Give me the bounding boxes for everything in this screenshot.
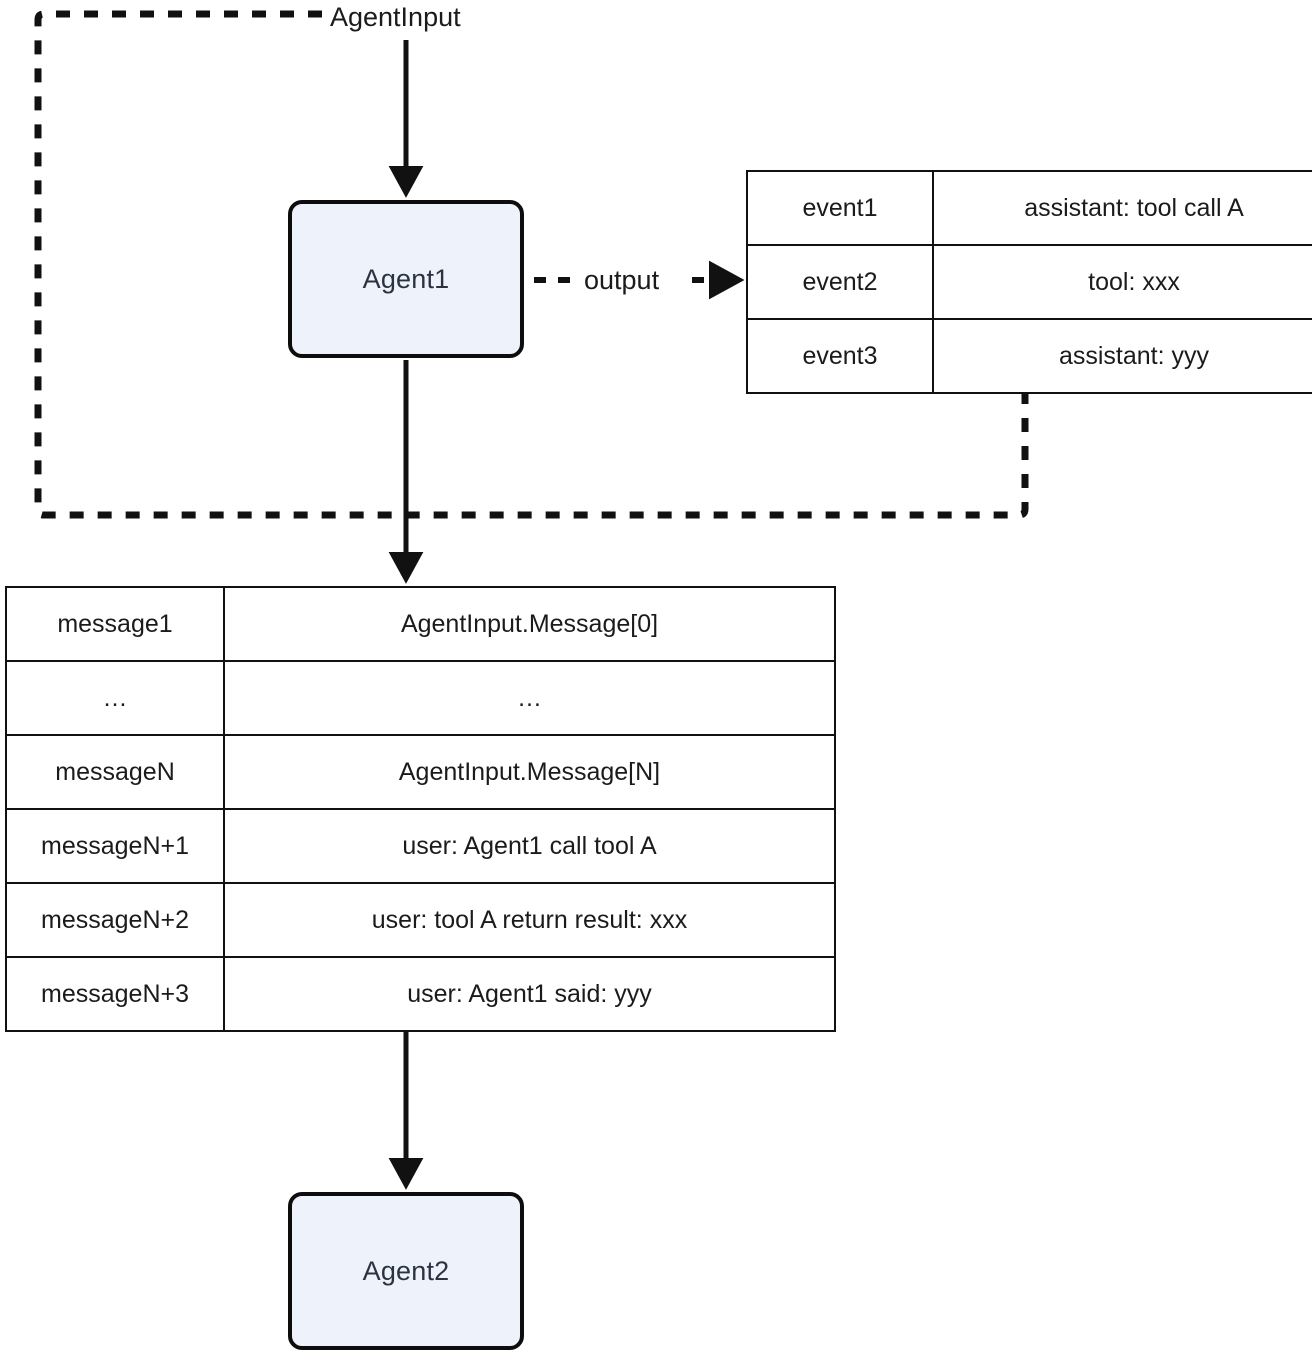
agent2-label: Agent2: [362, 1255, 450, 1286]
message-value: AgentInput.Message[0]: [223, 586, 836, 662]
table-row: event3 assistant: yyy: [746, 318, 1312, 394]
table-row: … …: [5, 660, 836, 736]
message-value: …: [223, 660, 836, 736]
message-key: messageN+2: [5, 882, 225, 958]
agent-input-edge-label: AgentInput: [330, 2, 461, 32]
message-key: …: [5, 660, 225, 736]
event-key: event3: [746, 318, 934, 394]
message-value: user: tool A return result: xxx: [223, 882, 836, 958]
event-value: tool: xxx: [932, 244, 1312, 320]
message-key: messageN+1: [5, 808, 225, 884]
events-to-loop-edge: [1018, 390, 1029, 519]
table-row: messageN+3 user: Agent1 said: yyy: [5, 956, 836, 1032]
table-row: messageN AgentInput.Message[N]: [5, 734, 836, 810]
table-row: event2 tool: xxx: [746, 244, 1312, 320]
messages-table: message1 AgentInput.Message[0] … … messa…: [5, 586, 836, 1032]
message-key: messageN+3: [5, 956, 225, 1032]
event-key: event2: [746, 244, 934, 320]
message-value: user: Agent1 call tool A: [223, 808, 836, 884]
table-row: messageN+1 user: Agent1 call tool A: [5, 808, 836, 884]
table-row: messageN+2 user: tool A return result: x…: [5, 882, 836, 958]
event-key: event1: [746, 170, 934, 246]
message-value: user: Agent1 said: yyy: [223, 956, 836, 1032]
agent1-label: Agent1: [362, 263, 450, 294]
event-value: assistant: yyy: [932, 318, 1312, 394]
message-key: messageN: [5, 734, 225, 810]
message-key: message1: [5, 586, 225, 662]
table-row: message1 AgentInput.Message[0]: [5, 586, 836, 662]
agent1-node[interactable]: Agent1: [288, 200, 524, 358]
events-table: event1 assistant: tool call A event2 too…: [746, 170, 1312, 394]
agent2-node[interactable]: Agent2: [288, 1192, 524, 1350]
table-row: event1 assistant: tool call A: [746, 170, 1312, 246]
output-edge-label: output: [584, 265, 660, 295]
event-value: assistant: tool call A: [932, 170, 1312, 246]
message-value: AgentInput.Message[N]: [223, 734, 836, 810]
